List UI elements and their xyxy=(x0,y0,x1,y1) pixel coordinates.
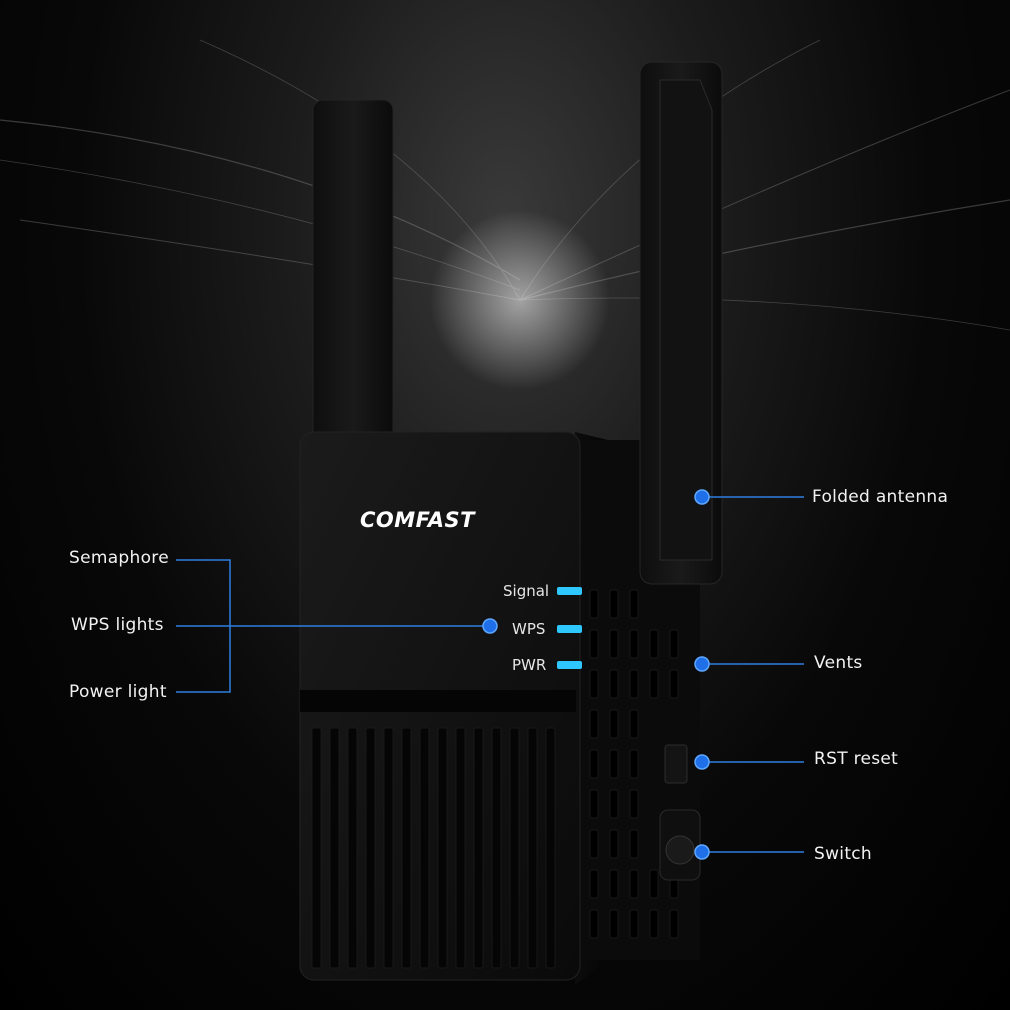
folded-antenna-inner xyxy=(659,79,713,561)
left-antenna xyxy=(312,99,394,461)
callout-vents: Vents xyxy=(814,653,863,673)
callout-semaphore: Semaphore xyxy=(69,548,169,568)
brand-logo: COMFAST xyxy=(360,508,476,532)
wps-led xyxy=(557,625,582,633)
led-label-wps: WPS xyxy=(512,620,546,638)
callout-switch: Switch xyxy=(814,844,873,864)
callout-lines xyxy=(176,496,804,853)
callout-power-light: Power light xyxy=(69,682,167,702)
rst-reset-button xyxy=(664,744,688,784)
switch-knob xyxy=(665,835,695,865)
callout-wps-lights: WPS lights xyxy=(71,615,164,635)
front-vents xyxy=(311,727,556,969)
side-vents xyxy=(589,589,679,939)
background-glow xyxy=(430,210,610,390)
front-groove xyxy=(300,690,576,712)
callout-rst-reset: RST reset xyxy=(814,749,899,769)
callout-dots xyxy=(482,489,710,860)
led-label-pwr: PWR xyxy=(512,656,547,674)
signal-led xyxy=(557,587,582,595)
pwr-led xyxy=(557,661,582,669)
callout-folded-antenna: Folded antenna xyxy=(812,487,949,507)
led-label-signal: Signal xyxy=(503,582,550,600)
